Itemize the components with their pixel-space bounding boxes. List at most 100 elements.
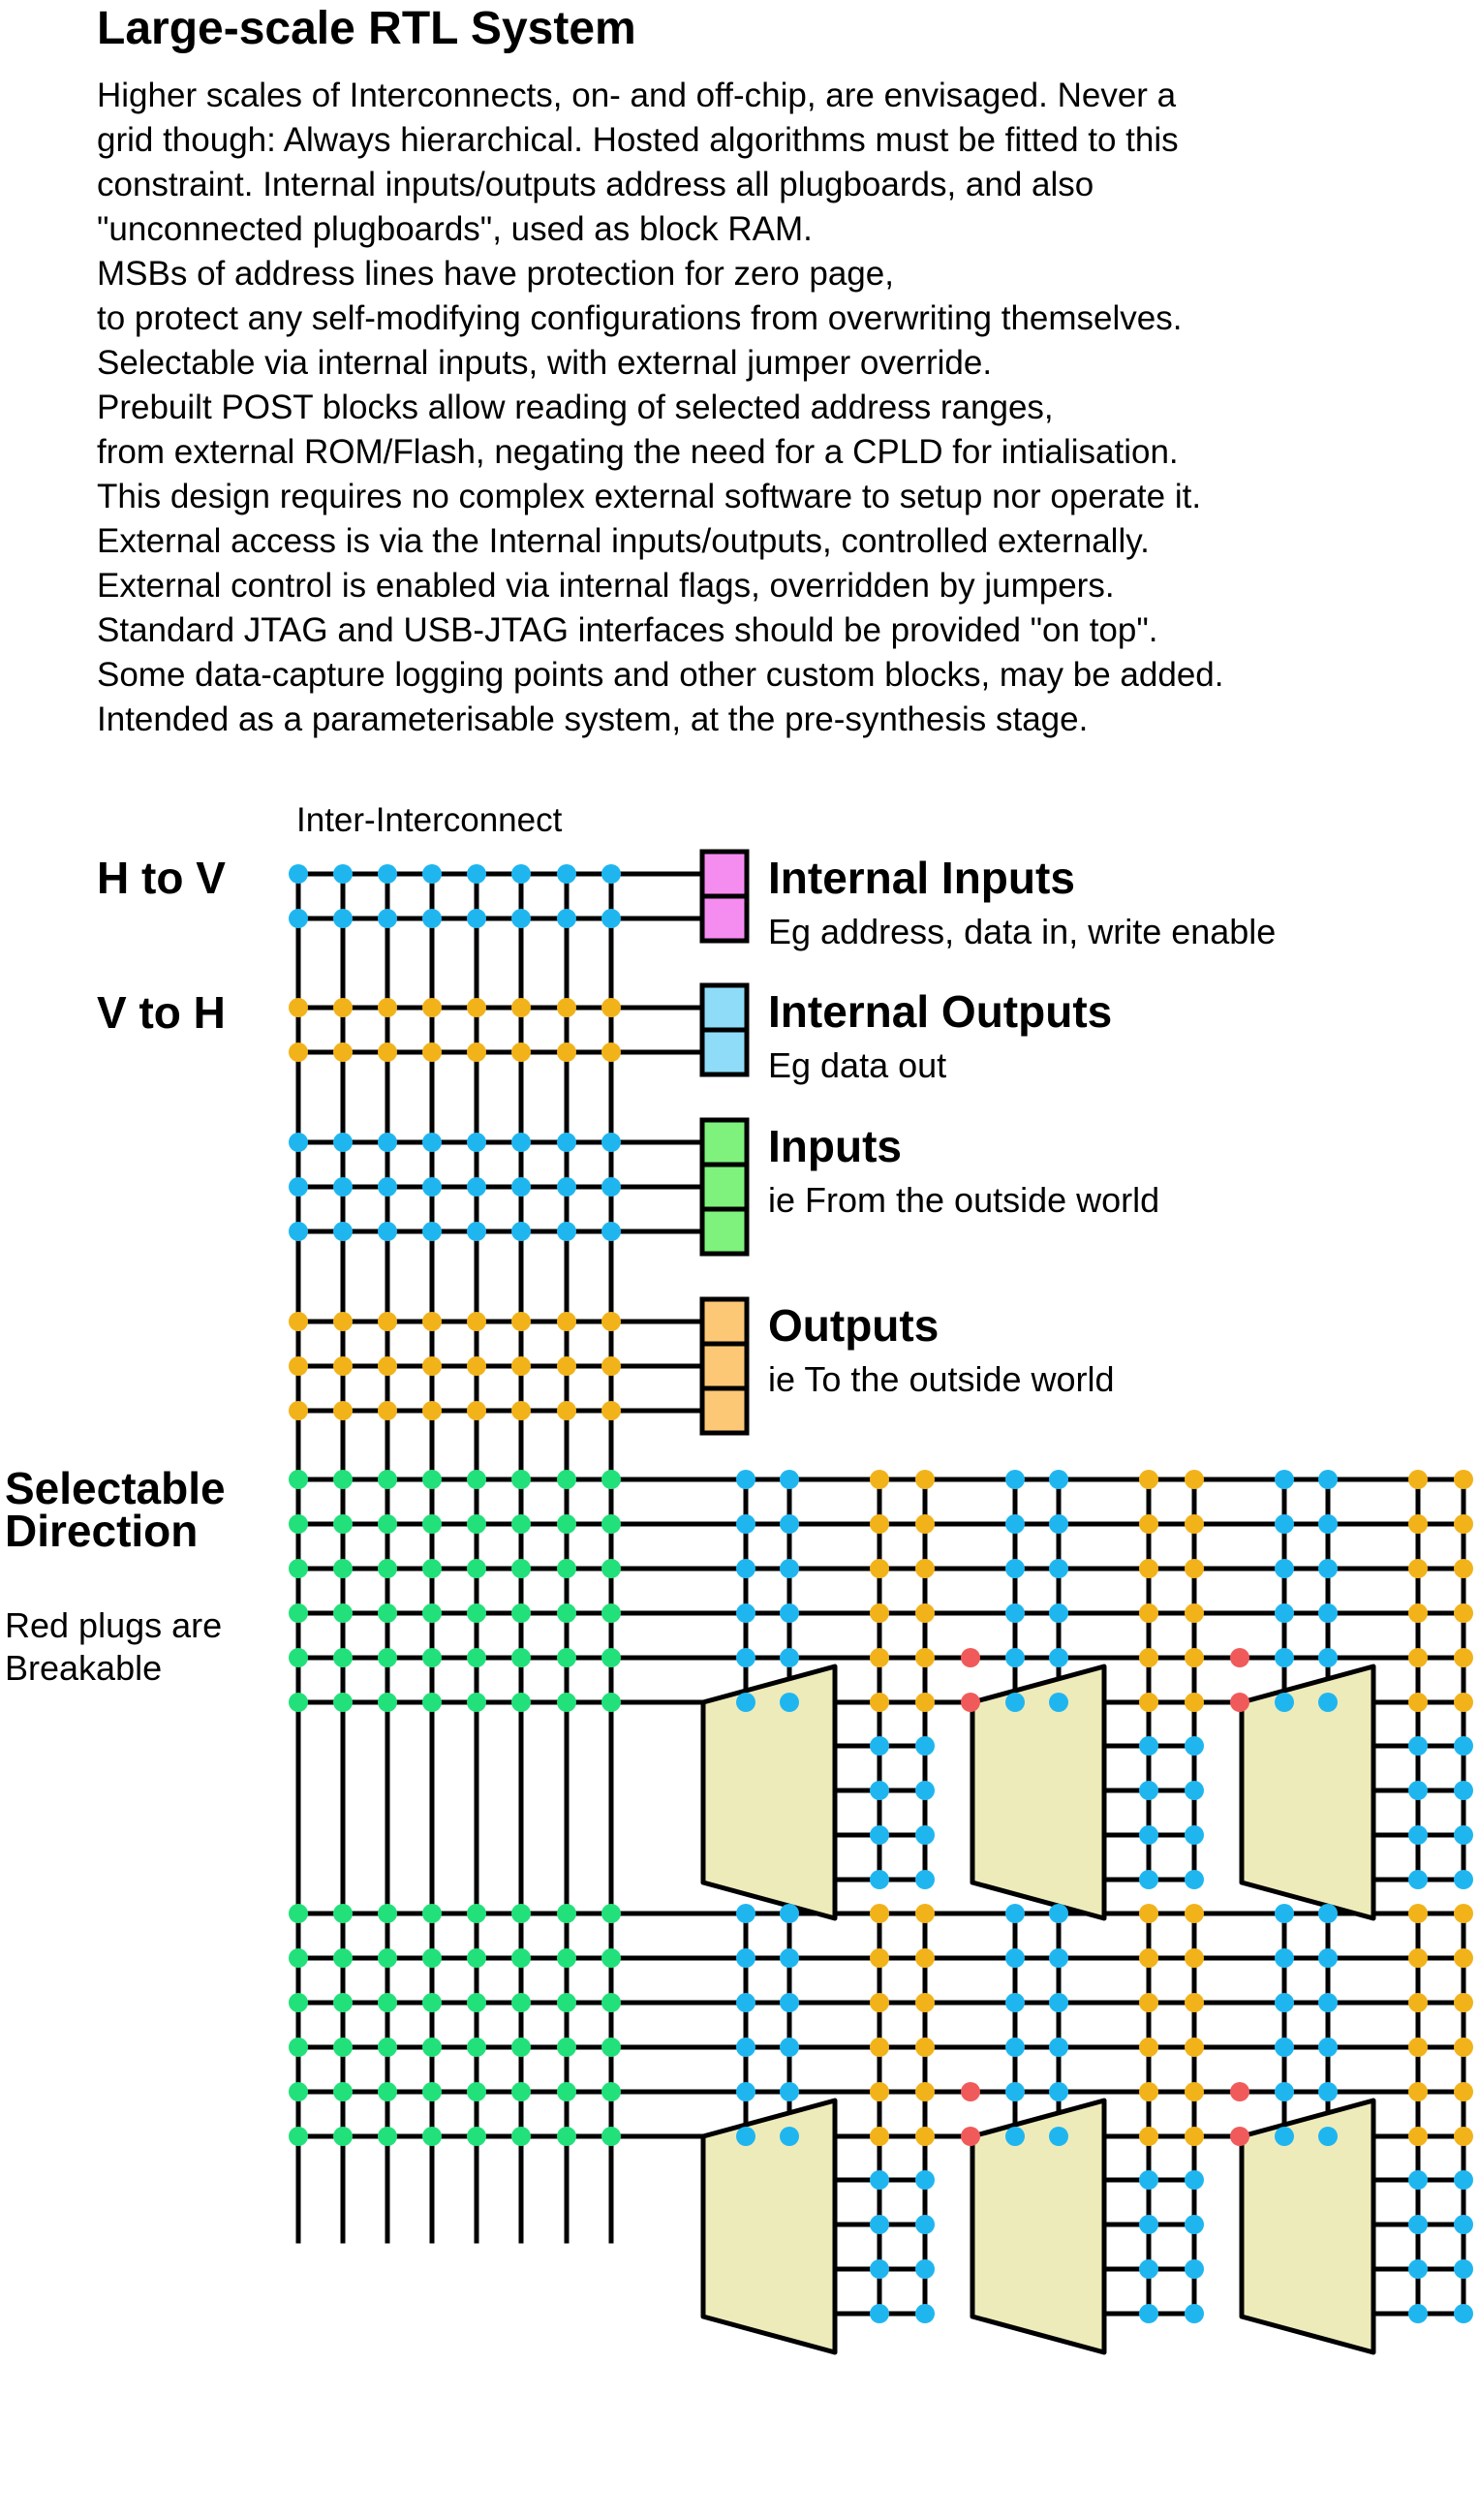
h-to-v-plug [1408, 2304, 1428, 2323]
port-group-subtitle: Eg address, data in, write enable [768, 912, 1276, 951]
h-to-v-plug [780, 1603, 799, 1623]
v-to-h-plug [915, 2038, 935, 2057]
selectable-plug [333, 1514, 353, 1534]
port-box-fill [699, 1117, 750, 1257]
selectable-plug [333, 2038, 353, 2057]
h-to-v-plug [780, 2127, 799, 2146]
v-to-h-plug [1408, 1693, 1428, 1712]
selectable-plug [289, 2127, 308, 2146]
selectable-plug [422, 1948, 442, 1968]
v-to-h-plug [333, 998, 353, 1017]
h-to-v-plug [378, 864, 397, 884]
h-to-v-plug [780, 1648, 799, 1667]
selectable-plug [557, 1514, 576, 1534]
h-to-v-plug [1139, 2304, 1158, 2323]
selectable-plug [467, 1603, 486, 1623]
v-to-h-plug [1408, 2082, 1428, 2101]
selectable-plug [422, 1559, 442, 1578]
selectable-plug [511, 1904, 531, 1923]
v-to-h-plug [1139, 1603, 1158, 1623]
h-to-v-plug [1318, 1993, 1338, 2012]
h-to-v-plug [1005, 2082, 1025, 2101]
v-to-h-plug [1408, 1648, 1428, 1667]
selectable-plug [289, 1693, 308, 1712]
description-text: Higher scales of Interconnects, on- and … [97, 74, 1472, 742]
v-to-h-plug [601, 1312, 621, 1331]
selectable-plug [289, 1993, 308, 2012]
breakable-plug [1230, 2127, 1249, 2146]
v-to-h-plug [1454, 2082, 1473, 2101]
h-to-v-plug [1049, 1948, 1068, 1968]
selectable-plug [378, 1514, 397, 1534]
v-to-h-plug [378, 1401, 397, 1420]
h-to-v-plug [1005, 2127, 1025, 2146]
h-to-v-plug [511, 909, 531, 928]
port-boxes [699, 849, 750, 1436]
v-to-h-plug [915, 1693, 935, 1712]
h-to-v-plug [422, 864, 442, 884]
v-to-h-plug [289, 1356, 308, 1376]
v-to-h-plug [870, 1559, 889, 1578]
v-to-h-plug [601, 1042, 621, 1062]
description-line: Selectable via internal inputs, with ext… [97, 344, 993, 382]
h-to-v-plug [1049, 1470, 1068, 1489]
h-to-v-plug [1049, 2127, 1068, 2146]
functional-block [970, 1664, 1107, 1921]
h-to-v-plug [736, 1993, 755, 2012]
selectable-plug [422, 2082, 442, 2101]
selectable-plug [601, 1948, 621, 1968]
selectable-plug [511, 1559, 531, 1578]
h-to-v-plug [780, 1693, 799, 1712]
v-to-h-plug [378, 1356, 397, 1376]
v-to-h-plug [422, 1356, 442, 1376]
selectable-plug [422, 2127, 442, 2146]
selectable-plug [601, 1693, 621, 1712]
selectable-plug [557, 2127, 576, 2146]
h-to-v-plug [1139, 1781, 1158, 1800]
v-to-h-plug [1454, 1648, 1473, 1667]
selectable-plug [422, 1470, 442, 1489]
h-to-v-label: H to V [97, 853, 226, 903]
selectable-plug [467, 1993, 486, 2012]
h-to-v-plug [1139, 1870, 1158, 1889]
h-to-v-plug [870, 2304, 889, 2323]
description-line: External access is via the Internal inpu… [97, 522, 1150, 560]
v-to-h-plug [915, 1648, 935, 1667]
h-to-v-plug [870, 2170, 889, 2190]
h-to-v-plug [1318, 2127, 1338, 2146]
h-to-v-plug [1185, 2215, 1204, 2234]
v-to-h-plug [870, 1648, 889, 1667]
h-to-v-plug [1049, 1514, 1068, 1534]
v-to-h-plug [915, 2127, 935, 2146]
v-to-h-plug [1139, 1693, 1158, 1712]
v-to-h-plug [289, 1312, 308, 1331]
h-to-v-plug [736, 1470, 755, 1489]
v-to-h-plug [467, 998, 486, 1017]
v-to-h-plug [467, 1401, 486, 1420]
h-to-v-plug [557, 864, 576, 884]
v-to-h-label: V to H [97, 987, 226, 1038]
selectable-plug [467, 2082, 486, 2101]
breakable-plug [961, 2127, 980, 2146]
red-plugs-note: Red plugs are [5, 1605, 222, 1645]
selectable-plug [467, 1559, 486, 1578]
h-to-v-plug [601, 1133, 621, 1152]
h-to-v-plug [1275, 1559, 1294, 1578]
selectable-plug [378, 1693, 397, 1712]
v-to-h-plug [1185, 1693, 1204, 1712]
h-to-v-plug [870, 1825, 889, 1845]
v-to-h-plug [1139, 2127, 1158, 2146]
h-to-v-plug [601, 864, 621, 884]
h-to-v-plug [289, 909, 308, 928]
v-to-h-plug [915, 1993, 935, 2012]
h-to-v-plug [736, 1904, 755, 1923]
selectable-plug [378, 1559, 397, 1578]
h-to-v-plug [1139, 1825, 1158, 1845]
red-plugs-note: Breakable [5, 1648, 162, 1688]
v-to-h-plug [1139, 1470, 1158, 1489]
v-to-h-plug [870, 2127, 889, 2146]
h-to-v-plug [1275, 1470, 1294, 1489]
v-to-h-plug [915, 1470, 935, 1489]
selectable-plug [601, 2082, 621, 2101]
h-to-v-plug [1454, 2259, 1473, 2279]
